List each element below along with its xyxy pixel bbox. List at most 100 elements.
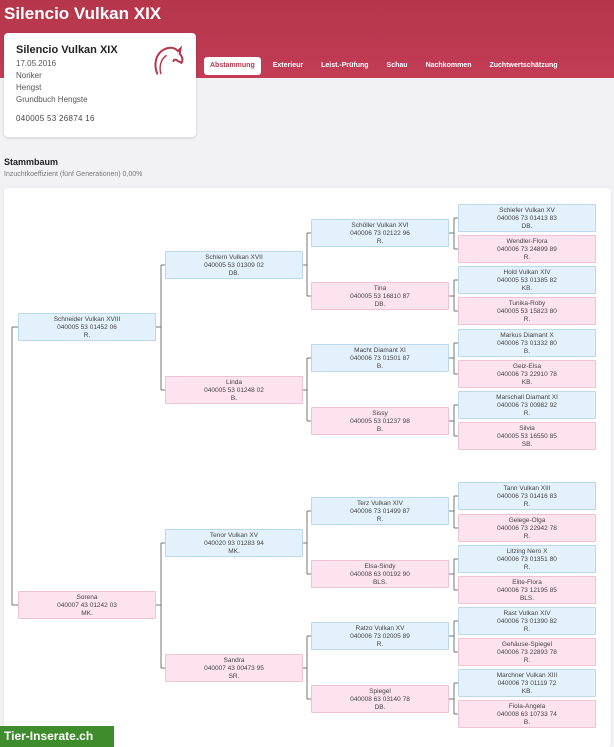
pedigree-node-name: Tunika-Roby (508, 300, 546, 307)
pedigree-node-name: Hold Vulkan XIV (503, 269, 551, 276)
pedigree-node-color: B. (376, 426, 384, 433)
pedigree-node-name: Geiz-Elsa (512, 363, 542, 370)
pedigree-node-name: Sissy (372, 410, 388, 417)
pedigree-node-name: Elsa-Sindy (364, 563, 396, 570)
pedigree-node-number: 040006 73 12195 85 (497, 587, 557, 594)
pedigree-node-number: 040005 53 01237 98 (350, 418, 410, 425)
pedigree-node-number: 040006 73 00982 92 (497, 402, 557, 409)
pedigree-node-color: R. (83, 332, 91, 339)
tab-zuchtwertschaetzung[interactable]: Zuchtwertschätzung (489, 62, 558, 69)
pedigree-node-number: 040005 53 15823 80 (497, 308, 557, 315)
pedigree-title: Stammbaum (4, 157, 59, 167)
pedigree-node-name: Sorena (76, 594, 98, 601)
pedigree-node-number: 040005 53 01309 02 (204, 262, 264, 269)
pedigree-node-color: B. (376, 363, 384, 370)
pedigree-node-name: Tenor Vulkan XV (209, 532, 259, 539)
page-title: Silencio Vulkan XIX (4, 4, 162, 23)
pedigree-node-number: 040006 73 22910 78 (497, 371, 557, 378)
pedigree-node-name: Tann Vulkan XIII (503, 485, 551, 492)
pedigree-node-number: 040006 73 01413 83 (497, 215, 557, 222)
pedigree-node-name: Spiegel (369, 688, 391, 695)
pedigree-node-number: 040006 73 01119 72 (497, 680, 557, 687)
pedigree-node-number: 040005 53 01248 02 (204, 387, 264, 394)
pedigree-node-color: DB. (374, 704, 386, 711)
pedigree-node-color: DB. (228, 270, 240, 277)
pedigree-node-color: SB. (521, 441, 533, 448)
pedigree-node-color: R. (376, 641, 384, 648)
birth-date: 17.05.2016 (16, 59, 57, 68)
pedigree-node-name: Sandra (223, 657, 245, 664)
pedigree-node-name: Gelege-Olga (508, 517, 546, 524)
pedigree-node-name: Litzing Nero X (506, 548, 548, 555)
pedigree-node-number: 040005 53 16550 85 (497, 433, 557, 440)
pedigree-node-color: MK. (81, 610, 93, 617)
pedigree-node-name: Schiefer Vulkan XV (499, 207, 555, 214)
watermark: Tier-Inserate.ch (0, 726, 114, 747)
pedigree-node-number: 040006 73 01332 80 (497, 340, 557, 347)
pedigree-node-name: Silvia (519, 425, 535, 432)
pedigree-node-color: R. (523, 533, 531, 540)
pedigree-node-name: Gehäuse-Spiegel (501, 641, 553, 648)
pedigree-node-name: Schneider Vulkan XVIII (53, 316, 121, 323)
pedigree-connector-lines (11, 217, 458, 715)
pedigree-node-name: Schlern Vulkan XVII (205, 254, 263, 261)
pedigree-node-number: 040020 93 01283 94 (204, 540, 264, 547)
pedigree-node-number: 040007 43 00473 95 (204, 665, 264, 672)
pedigree-node-number: 040006 73 01390 82 (497, 618, 557, 625)
pedigree-node-number: 040006 73 01416 83 (497, 493, 557, 500)
pedigree-node-color: KB. (521, 379, 533, 386)
tab-schau[interactable]: Schau (386, 62, 408, 69)
pedigree-node-number: 040007 43 01242 03 (57, 602, 117, 609)
pedigree-node-number: 040006 73 22942 78 (497, 525, 557, 532)
pedigree-node-name: Marchner Vulkan XIII (496, 672, 558, 679)
tab-nachkommen[interactable]: Nachkommen (425, 62, 472, 69)
tab-exterieur[interactable]: Exterieur (272, 62, 304, 69)
sex: Hengst (16, 83, 42, 92)
pedigree-node-color: R. (376, 516, 384, 523)
pedigree-node-number: 040008 63 00192 90 (350, 571, 410, 578)
pedigree-node-color: R. (523, 564, 531, 571)
pedigree-node-name: Rast Vulkan XIV (503, 610, 551, 617)
pedigree-node-color: B. (523, 348, 531, 355)
horse-info-card: Silencio Vulkan XIX 17.05.2016 Noriker H… (4, 33, 196, 137)
tab-abstammung[interactable]: Abstammung (204, 57, 261, 75)
horse-logo-icon (154, 45, 184, 75)
pedigree-node-color: R. (523, 410, 531, 417)
pedigree-node-color: DB. (521, 223, 533, 230)
pedigree-node-color: SR. (228, 673, 240, 680)
inbreeding-coefficient: Inzuchtkoeffizient (fünf Generationen) 0… (4, 171, 143, 178)
pedigree-node-name: Marschall Diamant XI (496, 394, 558, 401)
tab-leistungspruefung[interactable]: Leist.-Prüfung (321, 62, 369, 69)
pedigree-node-number: 040008 63 10733 74 (497, 711, 557, 718)
